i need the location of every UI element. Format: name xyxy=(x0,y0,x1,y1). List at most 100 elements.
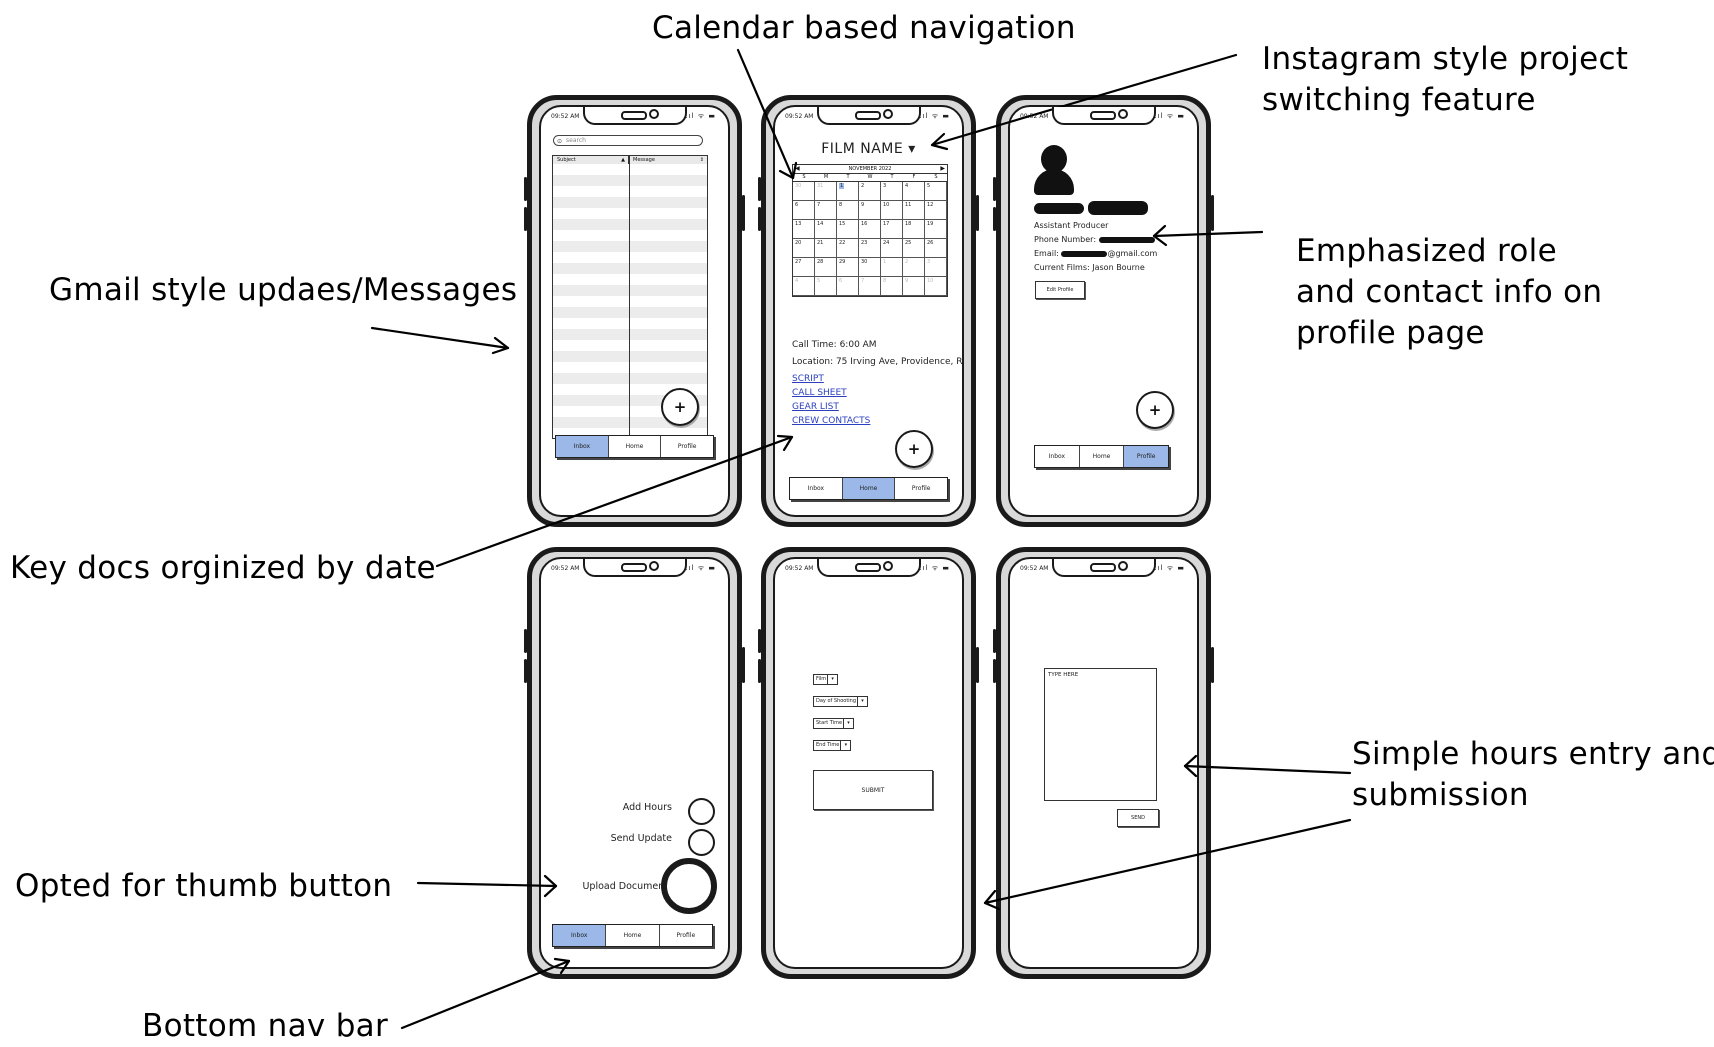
calendar-day[interactable]: 13 xyxy=(793,220,815,239)
add-fab-button[interactable]: + xyxy=(895,430,933,468)
calendar-day[interactable]: 3 xyxy=(925,258,947,277)
calendar-day[interactable]: 17 xyxy=(881,220,903,239)
column-header-subject[interactable]: Subject ▲ xyxy=(557,157,626,163)
film-switcher[interactable]: FILM NAME ▾ xyxy=(775,141,962,157)
dropdown-caret-icon: ▾ xyxy=(840,741,850,750)
calendar-day[interactable]: 2 xyxy=(903,258,925,277)
submit-button[interactable]: SUBMIT xyxy=(813,770,933,810)
calendar-day[interactable]: 1 xyxy=(881,258,903,277)
calendar-day[interactable]: 4 xyxy=(793,277,815,296)
link-call-sheet[interactable]: CALL SHEET xyxy=(792,388,847,398)
calendar-day[interactable]: 18 xyxy=(903,220,925,239)
nav-tab-inbox[interactable]: Inbox xyxy=(790,478,843,499)
link-crew-contacts[interactable]: CREW CONTACTS xyxy=(792,416,871,426)
calendar-day[interactable]: 22 xyxy=(837,239,859,258)
link-script[interactable]: SCRIPT xyxy=(792,374,824,384)
column-header-message[interactable]: Message ⇕ xyxy=(628,156,707,164)
nav-tab-home[interactable]: Home xyxy=(606,925,660,946)
calendar-day[interactable]: 23 xyxy=(859,239,881,258)
chevron-down-icon: ▾ xyxy=(908,141,916,157)
calendar-day[interactable]: 5 xyxy=(925,182,947,201)
calendar-day[interactable]: 21 xyxy=(815,239,837,258)
calendar-day[interactable]: 7 xyxy=(815,201,837,220)
nav-tab-inbox[interactable]: Inbox xyxy=(556,436,609,457)
calendar-day[interactable]: 4 xyxy=(903,182,925,201)
add-fab-button[interactable]: + xyxy=(1136,391,1174,429)
arrow-key-docs xyxy=(435,435,794,568)
calendar-month-label: NOVEMBER 2022 xyxy=(848,166,892,172)
hours-form-screen: 09:52 AM .ıl ᯤ ▬ Film▾ Day of Shooting▾ … xyxy=(773,557,964,969)
annotation-simple-hours-1: Simple hours entry and xyxy=(1352,736,1714,772)
calendar-day[interactable]: 14 xyxy=(815,220,837,239)
next-month-icon[interactable]: ▶ xyxy=(940,165,945,172)
calendar-day[interactable]: 9 xyxy=(903,277,925,296)
calendar-day[interactable]: 3 xyxy=(881,182,903,201)
nav-tab-inbox[interactable]: Inbox xyxy=(553,925,607,946)
send-button[interactable]: SEND xyxy=(1117,809,1159,827)
calendar-day[interactable]: 1 xyxy=(837,182,859,201)
nav-tab-home[interactable]: Home xyxy=(1080,446,1125,467)
nav-tab-profile[interactable]: Profile xyxy=(676,932,696,939)
nav-tab-profile[interactable]: Profile xyxy=(677,443,697,450)
day-of-shooting-select[interactable]: Day of Shooting▾ xyxy=(813,696,869,707)
status-time: 09:52 AM xyxy=(1020,565,1049,572)
call-time: Call Time: 6:00 AM xyxy=(792,340,877,350)
redacted-phone xyxy=(1098,236,1155,243)
send-update-screen: 09:52 AM .ıl ᯤ ▬ TYPE HERE SEND xyxy=(1008,557,1199,969)
upload-document-thumb-button[interactable] xyxy=(661,858,717,914)
calendar-day[interactable]: 2 xyxy=(859,182,881,201)
nav-tab-profile[interactable]: Profile xyxy=(1124,446,1169,467)
calendar-day[interactable]: 8 xyxy=(881,277,903,296)
calendar-day[interactable]: 20 xyxy=(793,239,815,258)
film-select[interactable]: Film▾ xyxy=(813,674,839,685)
nav-tab-profile[interactable]: Profile xyxy=(911,485,931,492)
arrow-bottom-nav xyxy=(400,959,571,1030)
prev-month-icon[interactable]: ◀ xyxy=(795,165,800,172)
calendar-day[interactable]: 19 xyxy=(925,220,947,239)
arrow-instagram xyxy=(930,53,1238,147)
weekday-label: W xyxy=(859,174,881,182)
calendar-day[interactable]: 30 xyxy=(793,182,815,201)
weekday-label: F xyxy=(903,174,925,182)
send-update-label: Send Update xyxy=(610,833,672,844)
end-time-select[interactable]: End Time▾ xyxy=(813,740,852,751)
search-input[interactable]: ⊙ search xyxy=(553,135,703,146)
calendar-day[interactable]: 30 xyxy=(859,258,881,277)
calendar-day[interactable]: 26 xyxy=(925,239,947,258)
add-hours-button[interactable] xyxy=(688,798,715,825)
redacted-email xyxy=(1061,250,1108,257)
calendar-day[interactable]: 16 xyxy=(859,220,881,239)
calendar-day[interactable]: 29 xyxy=(837,258,859,277)
calendar-day[interactable]: 10 xyxy=(881,201,903,220)
weekday-label: T xyxy=(837,174,859,182)
calendar-day[interactable]: 24 xyxy=(881,239,903,258)
link-gear-list[interactable]: GEAR LIST xyxy=(792,402,839,412)
calendar-day[interactable]: 6 xyxy=(837,277,859,296)
calendar-day[interactable]: 10 xyxy=(925,277,947,296)
nav-tab-home[interactable]: Home xyxy=(842,478,896,499)
search-icon: ⊙ xyxy=(557,138,563,145)
nav-tab-home[interactable]: Home xyxy=(609,436,662,457)
calendar-day[interactable]: 28 xyxy=(815,258,837,277)
calendar-day[interactable]: 11 xyxy=(903,201,925,220)
nav-tab-inbox[interactable]: Inbox xyxy=(1035,446,1080,467)
calendar-day[interactable]: 31 xyxy=(815,182,837,201)
send-update-button[interactable] xyxy=(688,829,715,856)
message-textarea[interactable]: TYPE HERE xyxy=(1044,668,1157,801)
calendar-day[interactable]: 15 xyxy=(837,220,859,239)
calendar-day[interactable]: 5 xyxy=(815,277,837,296)
start-time-select[interactable]: Start Time▾ xyxy=(813,718,855,729)
calendar-day[interactable]: 8 xyxy=(837,201,859,220)
phone-inbox: 09:52 AM .ıl ᯤ ▬ ⊙ search Subject ▲ Mess… xyxy=(524,95,745,527)
edit-profile-button[interactable]: Edit Profile xyxy=(1035,281,1085,299)
calendar-day[interactable]: 9 xyxy=(859,201,881,220)
compose-fab-button[interactable]: + xyxy=(661,388,699,426)
calendar-day[interactable]: 27 xyxy=(793,258,815,277)
calendar-day[interactable]: 25 xyxy=(903,239,925,258)
status-time: 09:52 AM xyxy=(785,565,814,572)
calendar-day[interactable]: 6 xyxy=(793,201,815,220)
calendar-day[interactable]: 7 xyxy=(859,277,881,296)
arrow-hours-1 xyxy=(1183,764,1352,775)
calendar-day[interactable]: 12 xyxy=(925,201,947,220)
